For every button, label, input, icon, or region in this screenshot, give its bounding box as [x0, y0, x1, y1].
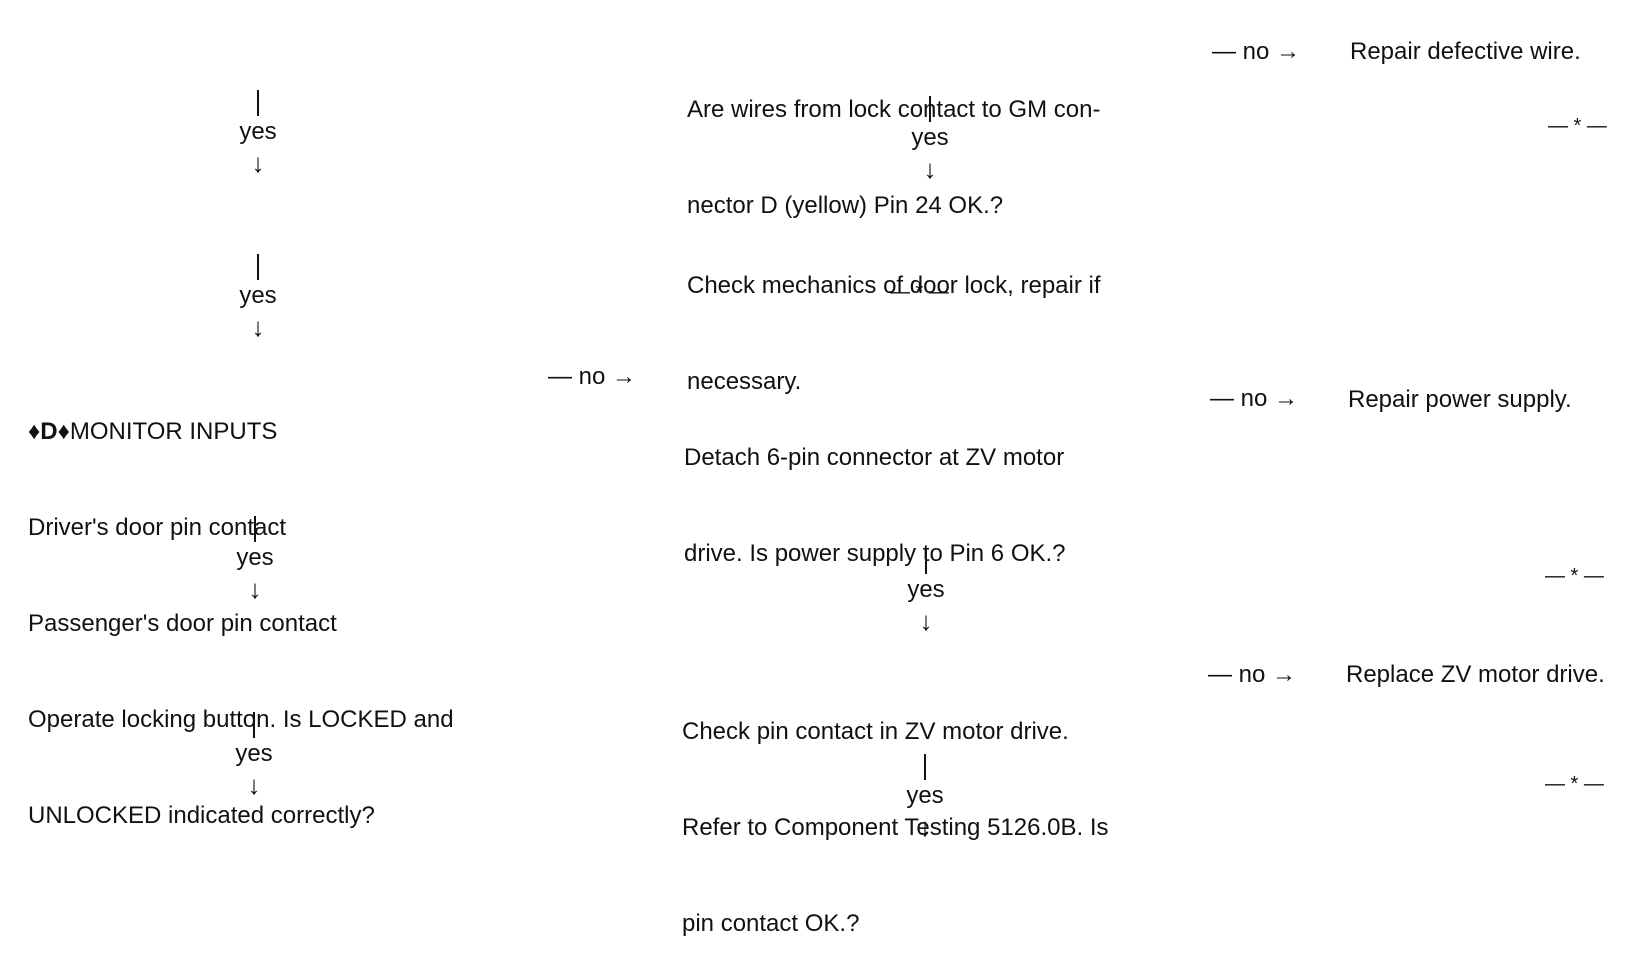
down-arrow-icon: ↓: [248, 574, 262, 604]
flow-line: [253, 712, 255, 738]
yes-label: yes: [907, 576, 945, 603]
flow-line: [254, 516, 256, 542]
yes-connector-detach: yes ↓: [886, 548, 966, 636]
check-mechanics-step: Check mechanics of door lock, repair if …: [687, 206, 1101, 430]
monitor-inputs-block: ♦D♦MONITOR INPUTS Driver's door pin cont…: [28, 352, 454, 864]
end-mark-3: — * —: [1545, 773, 1604, 795]
down-arrow-icon: ↓: [919, 606, 933, 636]
question-detach-connector: Detach 6-pin connector at ZV motor drive…: [684, 378, 1066, 602]
yes-label: yes: [911, 124, 949, 151]
yes-label: yes: [906, 782, 944, 809]
yes-label: yes: [235, 740, 273, 767]
action-repair-power: Repair power supply.: [1348, 386, 1572, 413]
no-branch-wires: — no →: [1212, 38, 1301, 65]
step-line: Check mechanics of door lock, repair if: [687, 272, 1101, 299]
yes-label: yes: [239, 282, 277, 309]
end-mark-2: — * —: [1545, 565, 1604, 587]
no-branch-detach: — no →: [1210, 385, 1299, 412]
step-line: necessary.: [687, 368, 802, 395]
question-wires: Are wires from lock contact to GM con- n…: [687, 30, 1100, 254]
down-arrow-icon: ↓: [251, 312, 265, 342]
question-line: Check pin contact in ZV motor drive.: [682, 718, 1069, 745]
yes-connector-wires: yes ↓: [890, 96, 970, 184]
question-line: pin contact OK.?: [682, 910, 860, 937]
yes-connector-pin: yes ↓: [885, 754, 965, 842]
yes-label: yes: [239, 118, 277, 145]
action-repair-wire: Repair defective wire.: [1350, 38, 1581, 65]
no-branch-monitor: — no →: [548, 363, 637, 390]
end-mark-1: — * —: [1548, 115, 1607, 137]
question-line: drive. Is power supply to Pin 6 OK.?: [684, 540, 1066, 567]
down-arrow-icon: ↓: [923, 154, 937, 184]
down-arrow-icon: ↓: [918, 812, 932, 842]
question-line: nector D (yellow) Pin 24 OK.?: [687, 192, 1004, 219]
yes-connector-3: yes ↓: [215, 516, 295, 604]
yes-connector-2: yes ↓: [218, 254, 298, 342]
monitor-heading-text: MONITOR INPUTS: [69, 418, 278, 445]
down-arrow-icon: ↓: [247, 770, 261, 800]
flow-line: [257, 254, 259, 280]
yes-connector-4: yes ↓: [214, 712, 294, 800]
end-mark-mechanics: — * —: [890, 281, 949, 303]
down-arrow-icon: ↓: [251, 148, 265, 178]
monitor-line: Passenger's door pin contact: [28, 610, 337, 637]
action-replace-zv: Replace ZV motor drive.: [1346, 661, 1605, 688]
flow-line: [925, 548, 927, 574]
question-line: Detach 6-pin connector at ZV motor: [684, 444, 1065, 471]
yes-label: yes: [236, 544, 274, 571]
monitor-line: Driver's door pin contact: [28, 514, 287, 541]
question-line: Refer to Component Testing 5126.0B. Is: [682, 814, 1109, 841]
monitor-line: UNLOCKED indicated correctly?: [28, 802, 375, 829]
flow-line: [929, 96, 931, 122]
no-branch-pin: — no →: [1208, 661, 1297, 688]
monitor-heading: ♦D♦MONITOR INPUTS: [28, 416, 454, 448]
step-marker-d: ♦D♦: [28, 418, 70, 445]
flow-line: [924, 754, 926, 780]
monitor-line: Operate locking button. Is LOCKED and: [28, 706, 454, 733]
flow-line: [257, 90, 259, 116]
yes-connector-1: yes ↓: [218, 90, 298, 178]
question-line: Are wires from lock contact to GM con-: [687, 96, 1101, 123]
